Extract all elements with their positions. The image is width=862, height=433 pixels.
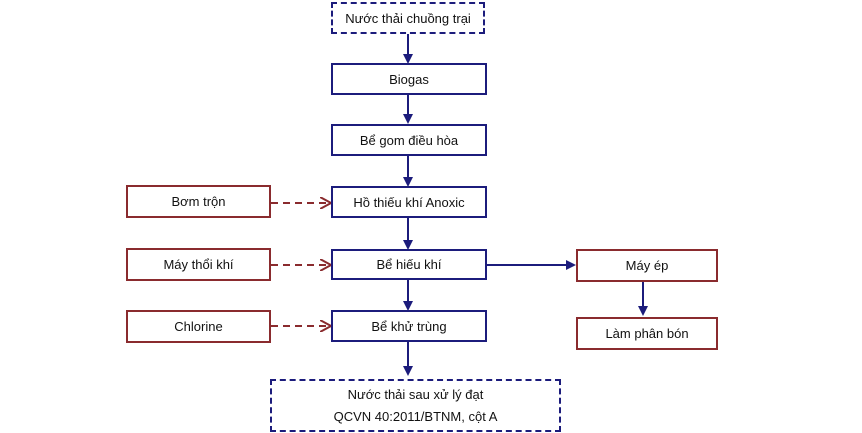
node-biogas: Biogas xyxy=(331,63,487,95)
node-output-line2: QCVN 40:2011/BTNM, cột A xyxy=(333,408,498,424)
node-air-blower: Máy thổi khí xyxy=(126,248,271,281)
node-biogas-label: Biogas xyxy=(389,71,429,87)
node-aerobic-tank: Bể hiếu khí xyxy=(331,249,487,280)
node-equalization-label: Bể gom điều hòa xyxy=(359,132,459,148)
node-air-blower-label: Máy thổi khí xyxy=(163,257,234,272)
node-mixer-pump-label: Bơm trộn xyxy=(171,194,226,209)
node-fertilizer-label: Làm phân bón xyxy=(605,326,689,341)
node-anoxic-label: Hồ thiếu khí Anoxic xyxy=(353,194,465,210)
node-input-label: Nước thải chuồng trại xyxy=(345,10,471,26)
node-fertilizer: Làm phân bón xyxy=(576,317,718,350)
node-treated-output: Nước thải sau xử lý đạt QCVN 40:2011/BTN… xyxy=(270,379,561,432)
node-equalization-tank: Bể gom điều hòa xyxy=(331,124,487,156)
node-chlorine-label: Chlorine xyxy=(174,319,223,334)
node-mixer-pump: Bơm trộn xyxy=(126,185,271,218)
node-disinfection-tank: Bể khử trùng xyxy=(331,310,487,342)
node-press: Máy ép xyxy=(576,249,718,282)
node-chlorine: Chlorine xyxy=(126,310,271,343)
node-output-line1: Nước thải sau xử lý đạt xyxy=(347,386,484,402)
node-anoxic-pond: Hồ thiếu khí Anoxic xyxy=(331,186,487,218)
node-press-label: Máy ép xyxy=(625,258,669,273)
node-disinfection-label: Bể khử trùng xyxy=(371,318,447,334)
node-input-wastewater: Nước thải chuồng trại xyxy=(331,2,485,34)
node-aerobic-label: Bể hiếu khí xyxy=(376,257,442,272)
